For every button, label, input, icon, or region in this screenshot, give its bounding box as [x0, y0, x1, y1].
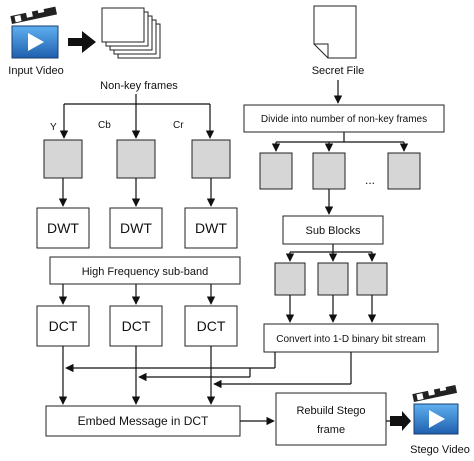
dct-box-cb — [109, 305, 163, 347]
dct-label-cb: DCT — [122, 318, 151, 334]
stego-video-clapperboard-icon — [412, 384, 459, 435]
secret-frame-block-2 — [312, 152, 346, 190]
high-frequency-label: High Frequency sub-band — [82, 266, 209, 278]
embed-message-label: Embed Message in DCT — [78, 414, 209, 428]
y-channel-block — [43, 139, 83, 179]
channel-cr-label: Cr — [173, 120, 184, 131]
sub-block-3 — [356, 262, 388, 296]
cb-channel-block — [116, 139, 156, 179]
dct-label-y: DCT — [49, 318, 78, 334]
channel-cb-label: Cb — [98, 120, 111, 131]
high-frequency-subband-box — [49, 256, 241, 285]
input-video-clapperboard-icon — [10, 6, 59, 59]
divide-frames-label: Divide into number of non-key frames — [261, 114, 427, 125]
sub-blocks-box — [282, 215, 384, 245]
secret-frame-block-n — [387, 152, 421, 190]
stego-video-label: Stego Video — [410, 444, 470, 456]
dwt-label-y: DWT — [47, 220, 79, 236]
dct-box-y — [36, 305, 90, 347]
dct-label-cr: DCT — [197, 318, 226, 334]
rebuild-stego-label-line2: frame — [317, 424, 345, 436]
rebuild-stego-frame-box — [275, 392, 387, 446]
dct-box-cr — [184, 305, 238, 347]
dwt-box-y — [36, 207, 90, 249]
dwt-box-cb — [109, 207, 163, 249]
divide-frames-box — [243, 104, 445, 133]
right-arrow-icon — [68, 31, 96, 53]
input-video-label: Input Video — [8, 65, 63, 77]
secret-file-document-icon — [313, 5, 357, 59]
sub-blocks-label: Sub Blocks — [305, 225, 361, 237]
cr-channel-block — [191, 139, 231, 179]
channel-y-label: Y — [50, 122, 57, 133]
rebuild-stego-label-line1: Rebuild Stego — [296, 405, 365, 417]
dwt-box-cr — [184, 207, 238, 249]
ellipsis-text: ... — [365, 173, 375, 187]
dwt-label-cr: DWT — [195, 220, 227, 236]
sub-block-1 — [274, 262, 306, 296]
output-arrow-icon — [390, 411, 411, 431]
secret-frame-block-1 — [259, 152, 293, 190]
secret-file-label: Secret File — [312, 65, 365, 77]
dwt-label-cb: DWT — [120, 220, 152, 236]
document-stack-icon — [101, 7, 161, 59]
convert-bitstream-label: Convert into 1-D binary bit stream — [276, 334, 426, 345]
sub-block-2 — [317, 262, 349, 296]
non-key-frames-label: Non-key frames — [100, 80, 178, 92]
